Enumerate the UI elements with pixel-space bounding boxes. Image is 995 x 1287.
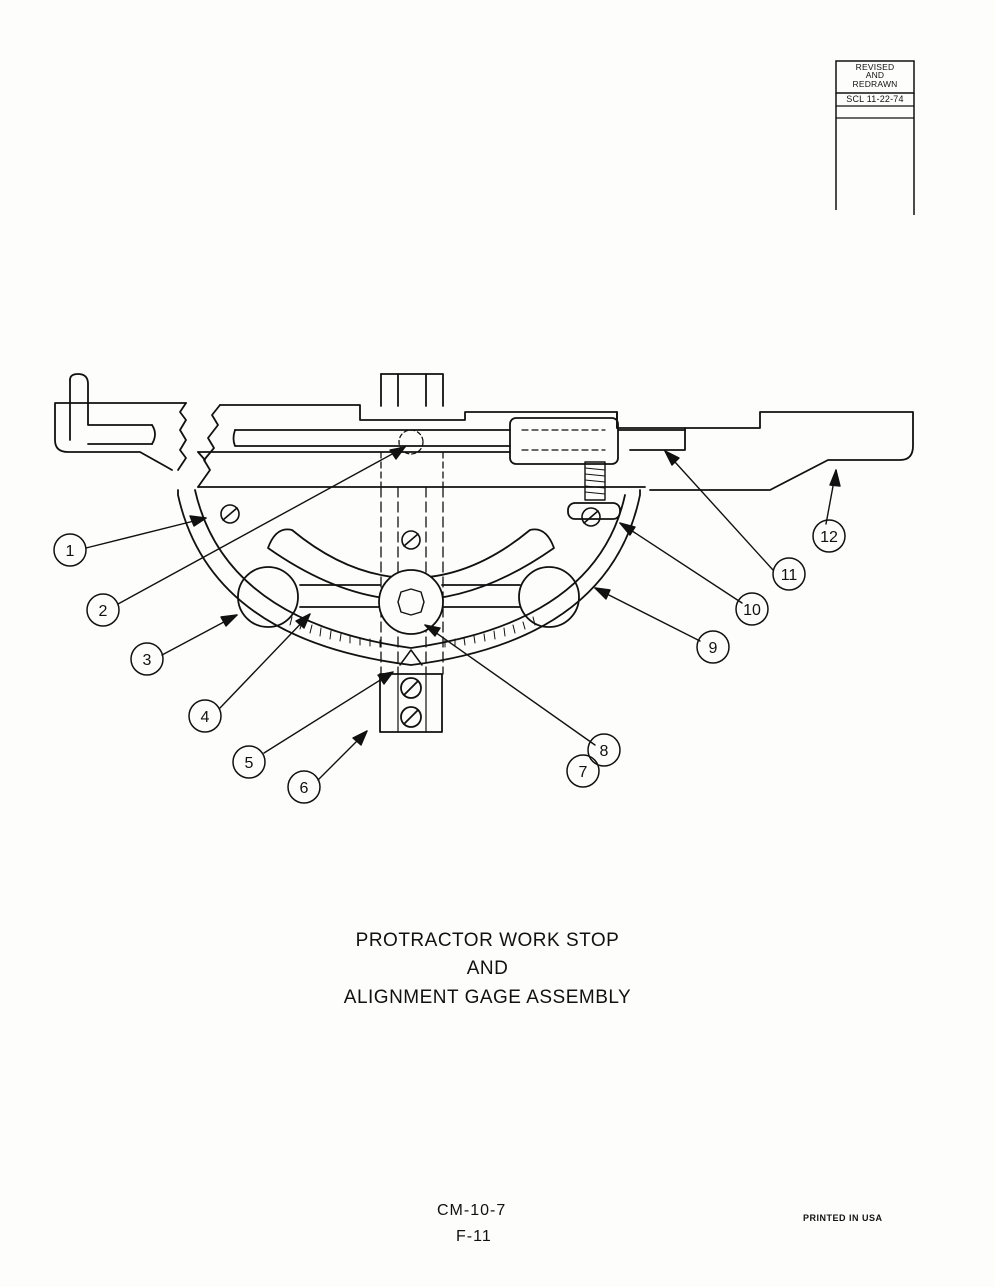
printed-in-usa: PRINTED IN USA (803, 1213, 883, 1223)
revision-line-4: SCL 11-22-74 (846, 94, 904, 104)
protractor-head (177, 489, 641, 666)
callout-label: 11 (781, 567, 798, 584)
pivot-hub (378, 569, 444, 635)
thumb-screw (567, 461, 621, 520)
leader-lines (85, 446, 841, 781)
callout-label: 4 (201, 709, 210, 726)
work-stop-bar (197, 404, 914, 491)
screw-10 (581, 507, 601, 527)
revision-frame (835, 60, 915, 215)
callout-4 (188, 699, 222, 733)
screws (220, 504, 601, 550)
callout-2 (86, 593, 120, 627)
title-line-2: AND (466, 958, 509, 979)
callout-labels: 1 2 3 4 5 6 7 8 9 10 11 12 (66, 529, 838, 797)
callout-10 (735, 592, 769, 626)
screw-center (401, 530, 421, 550)
callout-label: 3 (143, 652, 152, 669)
callout-label: 1 (66, 543, 75, 560)
callout-7 (566, 754, 600, 788)
right-knob (518, 566, 580, 628)
callout-6 (287, 770, 321, 804)
callout-circles (53, 519, 846, 804)
revision-line-3: REDRAWN (852, 79, 898, 89)
stop-block (379, 673, 443, 733)
title-line-1: PROTRACTOR WORK STOP (355, 930, 620, 951)
left-bracket-part (54, 373, 187, 471)
callout-12 (812, 519, 846, 553)
revision-block: REVISED AND REDRAWN SCL 11-22-74 (835, 60, 915, 215)
screw-1 (220, 504, 240, 524)
callout-label: 7 (579, 764, 588, 781)
callout-3 (130, 642, 164, 676)
callout-8 (587, 733, 621, 767)
callout-label: 9 (709, 640, 718, 657)
callout-9 (696, 630, 730, 664)
callout-label: 2 (99, 603, 108, 620)
left-knob (237, 566, 299, 628)
callout-11 (772, 557, 806, 591)
callout-label: 10 (743, 602, 761, 619)
callout-label: 12 (820, 529, 838, 546)
title-line-3: ALIGNMENT GAGE ASSEMBLY (343, 987, 632, 1008)
handle-assembly (237, 528, 580, 635)
protractor-assembly-drawing: 1 2 3 4 5 6 7 8 9 10 11 12 (53, 373, 914, 804)
revision-line-1: REVISED (855, 62, 895, 72)
callout-label: 8 (600, 743, 609, 760)
page-number: F-11 (456, 1228, 492, 1245)
callout-1 (53, 533, 87, 567)
revision-line-2: AND (865, 70, 885, 80)
callout-5 (232, 745, 266, 779)
callout-label: 5 (245, 755, 254, 772)
doc-number: CM-10-7 (437, 1202, 507, 1219)
degree-scale (289, 616, 536, 648)
callout-label: 6 (300, 780, 309, 797)
